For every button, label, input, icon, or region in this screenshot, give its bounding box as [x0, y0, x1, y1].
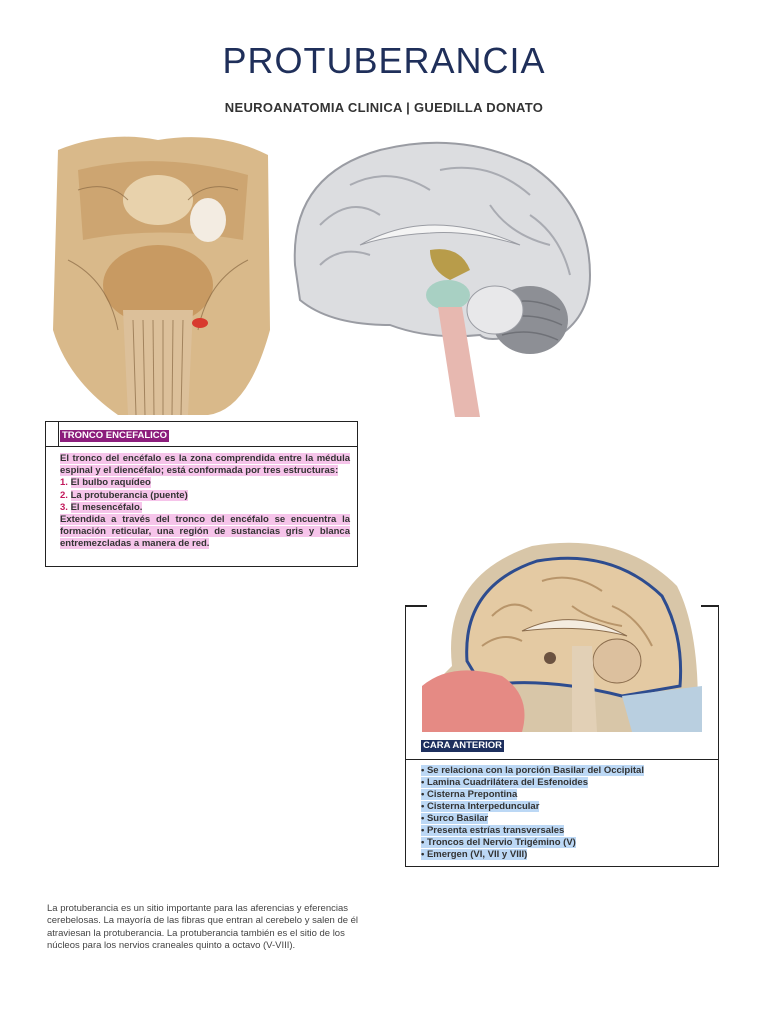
cara-anterior-box: CARA ANTERIOR • Se relaciona con la porc…	[405, 605, 719, 867]
frame-bottom	[405, 866, 719, 867]
item-number: 1.	[60, 477, 68, 489]
section-tag: TRONCO ENCEFALICO	[60, 430, 170, 442]
list-item: • Troncos del Nervio Trigémino (V)	[421, 837, 576, 848]
list-item: • Surco Basilar	[421, 813, 489, 824]
frame-corner	[405, 605, 427, 607]
footer-paragraph: La protuberancia es un sitio importante …	[47, 903, 359, 951]
frame-divider	[405, 759, 719, 760]
page-subtitle: NEUROANATOMIA CLINICA | GUEDILLA DONATO	[224, 100, 544, 115]
header-divider	[58, 422, 59, 446]
list-item: • Emergen (VI, VII y VIII)	[421, 849, 528, 860]
head-sagittal-illustration	[422, 536, 702, 732]
outro-text: Extendida a través del tronco del encéfa…	[60, 514, 350, 550]
list-item: • Lamina Cuadrilátera del Esfenoides	[421, 777, 588, 788]
item-number: 2.	[60, 489, 68, 501]
list-item: El bulbo raquídeo	[70, 477, 151, 489]
tronco-encefalico-box: TRONCO ENCEFALICO El tronco del encéfalo…	[45, 421, 358, 567]
page-title: PROTUBERANCIA	[222, 40, 546, 81]
tronco-encefalico-text: El tronco del encéfalo es la zona compre…	[60, 453, 350, 551]
list-item: • Presenta estrías transversales	[421, 825, 565, 836]
header-divider-line	[46, 446, 357, 447]
item-number: 3.	[60, 501, 68, 513]
cara-anterior-list: • Se relaciona con la porción Basilar de…	[421, 765, 711, 861]
frame-corner	[701, 605, 719, 607]
frame-right	[718, 605, 719, 759]
list-item: El mesencéfalo.	[70, 501, 143, 513]
brainstem-illustration	[48, 130, 273, 415]
section-tag: CARA ANTERIOR	[421, 740, 504, 752]
brain-sagittal-illustration	[293, 141, 592, 417]
frame-left	[405, 605, 406, 867]
list-item: • Cisterna Interpeduncular	[421, 801, 540, 812]
list-item: • Cisterna Prepontina	[421, 789, 518, 800]
list-item: La protuberancia (puente)	[70, 489, 188, 501]
intro-text: El tronco del encéfalo es la zona compre…	[60, 453, 350, 477]
frame-right-lower	[718, 759, 719, 867]
list-item: • Se relaciona con la porción Basilar de…	[421, 765, 644, 776]
